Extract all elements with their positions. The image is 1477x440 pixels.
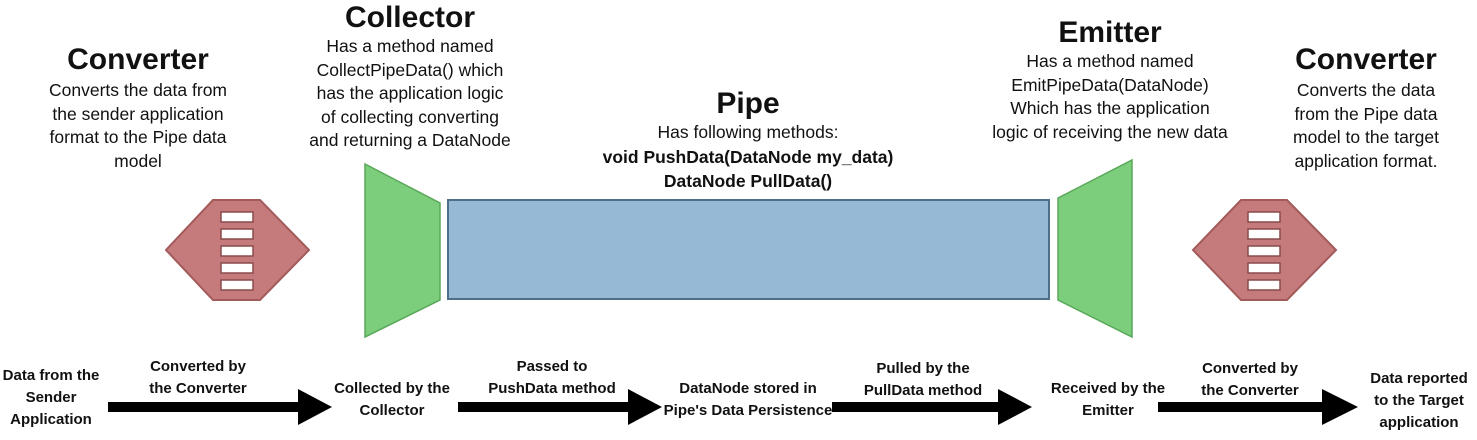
pipe-body-shape xyxy=(447,199,1050,300)
flow-arrow-4 xyxy=(1158,389,1358,425)
collector-description: Has a method named CollectPipeData() whi… xyxy=(309,36,511,150)
flow-arrow-1-label: Converted by the Converter xyxy=(149,358,247,397)
flow-arrow-3-label: Pulled by the PullData method xyxy=(863,360,983,399)
converter-left-title: Converter xyxy=(67,43,209,76)
flow-arrow-3 xyxy=(832,389,1032,425)
flow-arrow-4-label: Converted by the Converter xyxy=(1201,360,1299,399)
flow-stage-target: Data reported to the Target application xyxy=(1370,370,1468,431)
converter-right-shape xyxy=(1191,199,1338,301)
flow-arrow-2-label: Passed to PushData method xyxy=(488,358,616,397)
converter-left-shape xyxy=(164,199,311,301)
converter-right-description: Converts the data from the Pipe data mod… xyxy=(1293,80,1439,171)
pipe-method-push: void PushData(DataNode my_data) xyxy=(602,147,894,167)
flow-stage-sender: Data from the Sender Application xyxy=(2,367,100,428)
pipe-description: Has following methods: xyxy=(657,122,839,142)
converter-left-description: Converts the data from the sender applic… xyxy=(49,80,227,171)
flow-stage-pipe-persistence: DataNode stored in Pipe's Data Persisten… xyxy=(663,380,833,419)
flow-stage-collector: Collected by the Collector xyxy=(334,380,450,419)
emitter-description: Has a method named EmitPipeData(DataNode… xyxy=(992,51,1228,142)
emitter-title: Emitter xyxy=(1058,16,1162,49)
flow-arrow-1 xyxy=(108,389,332,425)
flow-arrow-2 xyxy=(458,389,662,425)
collector-title: Collector xyxy=(344,1,476,34)
emitter-funnel-shape xyxy=(1057,158,1133,339)
pipe-method-pull: DataNode PullData() xyxy=(663,171,833,191)
flow-stage-emitter: Received by the Emitter xyxy=(1050,380,1166,419)
collector-funnel-shape xyxy=(364,162,441,339)
pipe-title: Pipe xyxy=(716,87,780,120)
converter-right-title: Converter xyxy=(1295,43,1437,76)
